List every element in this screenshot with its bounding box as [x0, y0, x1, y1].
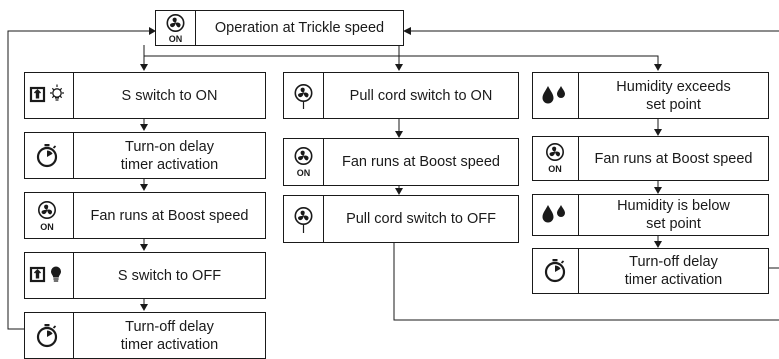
- left-s-switch-off-box: S switch to OFF: [24, 252, 266, 299]
- right-humidity-exceeds-box: Humidity exceeds set point: [532, 72, 769, 119]
- turn-on-delay-line2: timer activation: [120, 156, 219, 173]
- left-turn-on-delay-box: Turn-on delay timer activation: [24, 132, 266, 179]
- fan-on-icon: ON: [284, 139, 324, 185]
- left-boost-speed-label: Fan runs at Boost speed: [90, 207, 249, 224]
- trickle-speed-label: Operation at Trickle speed: [214, 20, 385, 36]
- humidity-below-line2: set point: [646, 216, 701, 232]
- right-turn-off-delay-box: Turn-off delay timer activation: [532, 248, 769, 294]
- trickle-speed-box: ON Operation at Trickle speed: [155, 10, 404, 46]
- s-switch-off-label: S switch to OFF: [117, 267, 222, 284]
- split-connector: [143, 45, 659, 66]
- fan-on-icon: ON: [25, 193, 74, 238]
- turn-on-delay-line1: Turn-on delay: [125, 138, 214, 155]
- on-label: ON: [297, 168, 311, 178]
- switch-light-on-icon: [25, 73, 74, 118]
- pull-cord-off-label: Pull cord switch to OFF: [346, 211, 496, 227]
- left-boost-speed-box: ON Fan runs at Boost speed: [24, 192, 266, 239]
- left-s-switch-on-box: S switch to ON: [24, 72, 266, 119]
- left-turn-off-delay-box: Turn-off delay timer activation: [24, 312, 266, 359]
- middle-boost-speed-box: ON Fan runs at Boost speed: [283, 138, 519, 186]
- right-return-line: [404, 30, 779, 269]
- pull-cord-on-label: Pull cord switch to ON: [349, 87, 493, 104]
- humidity-exceeds-line2: set point: [646, 96, 701, 113]
- left-turn-off-delay-line1: Turn-off delay: [125, 318, 214, 335]
- middle-return-line: [393, 242, 779, 321]
- right-boost-speed-label: Fan runs at Boost speed: [594, 150, 753, 167]
- on-label: ON: [169, 34, 183, 44]
- timer-icon: [25, 313, 74, 358]
- left-turn-off-delay-line2: timer activation: [120, 336, 219, 353]
- fan-pullcord-icon: [284, 196, 324, 242]
- on-label: ON: [548, 164, 562, 174]
- on-label: ON: [40, 222, 54, 232]
- fan-on-icon: ON: [156, 11, 196, 45]
- fan-on-icon: ON: [533, 137, 579, 180]
- arrowheads: [140, 27, 662, 311]
- humidity-exceeds-line1: Humidity exceeds: [616, 78, 731, 95]
- right-turn-off-delay-line2: timer activation: [624, 272, 723, 288]
- middle-boost-speed-label: Fan runs at Boost speed: [342, 154, 500, 170]
- humidity-drops-icon: [533, 195, 579, 235]
- right-humidity-below-box: Humidity is below set point: [532, 194, 769, 236]
- humidity-drops-icon: [533, 73, 579, 118]
- timer-icon: [25, 133, 74, 178]
- switch-bulb-icon: [25, 253, 74, 298]
- middle-pull-cord-on-box: Pull cord switch to ON: [283, 72, 519, 119]
- right-turn-off-delay-line1: Turn-off delay: [629, 254, 718, 270]
- timer-icon: [533, 249, 579, 293]
- s-switch-on-label: S switch to ON: [121, 87, 218, 104]
- humidity-below-line1: Humidity is below: [617, 198, 730, 214]
- left-return-line: [7, 30, 150, 330]
- middle-pull-cord-off-box: Pull cord switch to OFF: [283, 195, 519, 243]
- fan-pullcord-icon: [284, 73, 324, 118]
- right-boost-speed-box: ON Fan runs at Boost speed: [532, 136, 769, 181]
